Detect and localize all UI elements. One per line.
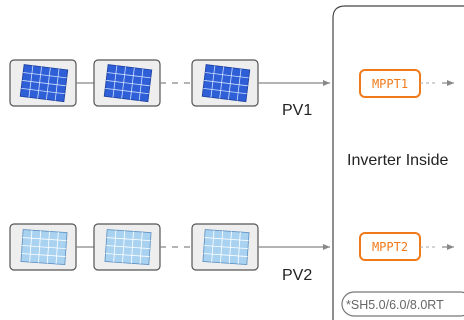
inverter-title: Inverter Inside	[347, 152, 448, 169]
pv2-label: PV2	[282, 267, 312, 284]
pv2-string: PV2 MPPT2	[9, 223, 454, 284]
mppt1-label: MPPT1	[372, 77, 408, 91]
solar-panel-2	[93, 59, 161, 107]
pv1-label: PV1	[282, 102, 312, 119]
solar-panel-5	[93, 223, 161, 271]
mppt2-label: MPPT2	[372, 240, 408, 254]
model-note-badge: *SH5.0/6.0/8.0RT	[341, 291, 464, 317]
solar-panel-6	[191, 223, 259, 271]
pv1-string: PV1 MPPT1	[9, 59, 454, 119]
solar-panel-1	[9, 59, 77, 107]
mppt2-box: MPPT2	[359, 232, 421, 261]
solar-panel-3	[191, 59, 259, 107]
solar-panel-4	[9, 223, 77, 271]
mppt1-box: MPPT1	[359, 69, 421, 98]
inverter-enclosure	[332, 5, 464, 320]
model-note-text: *SH5.0/6.0/8.0RT	[346, 298, 444, 312]
